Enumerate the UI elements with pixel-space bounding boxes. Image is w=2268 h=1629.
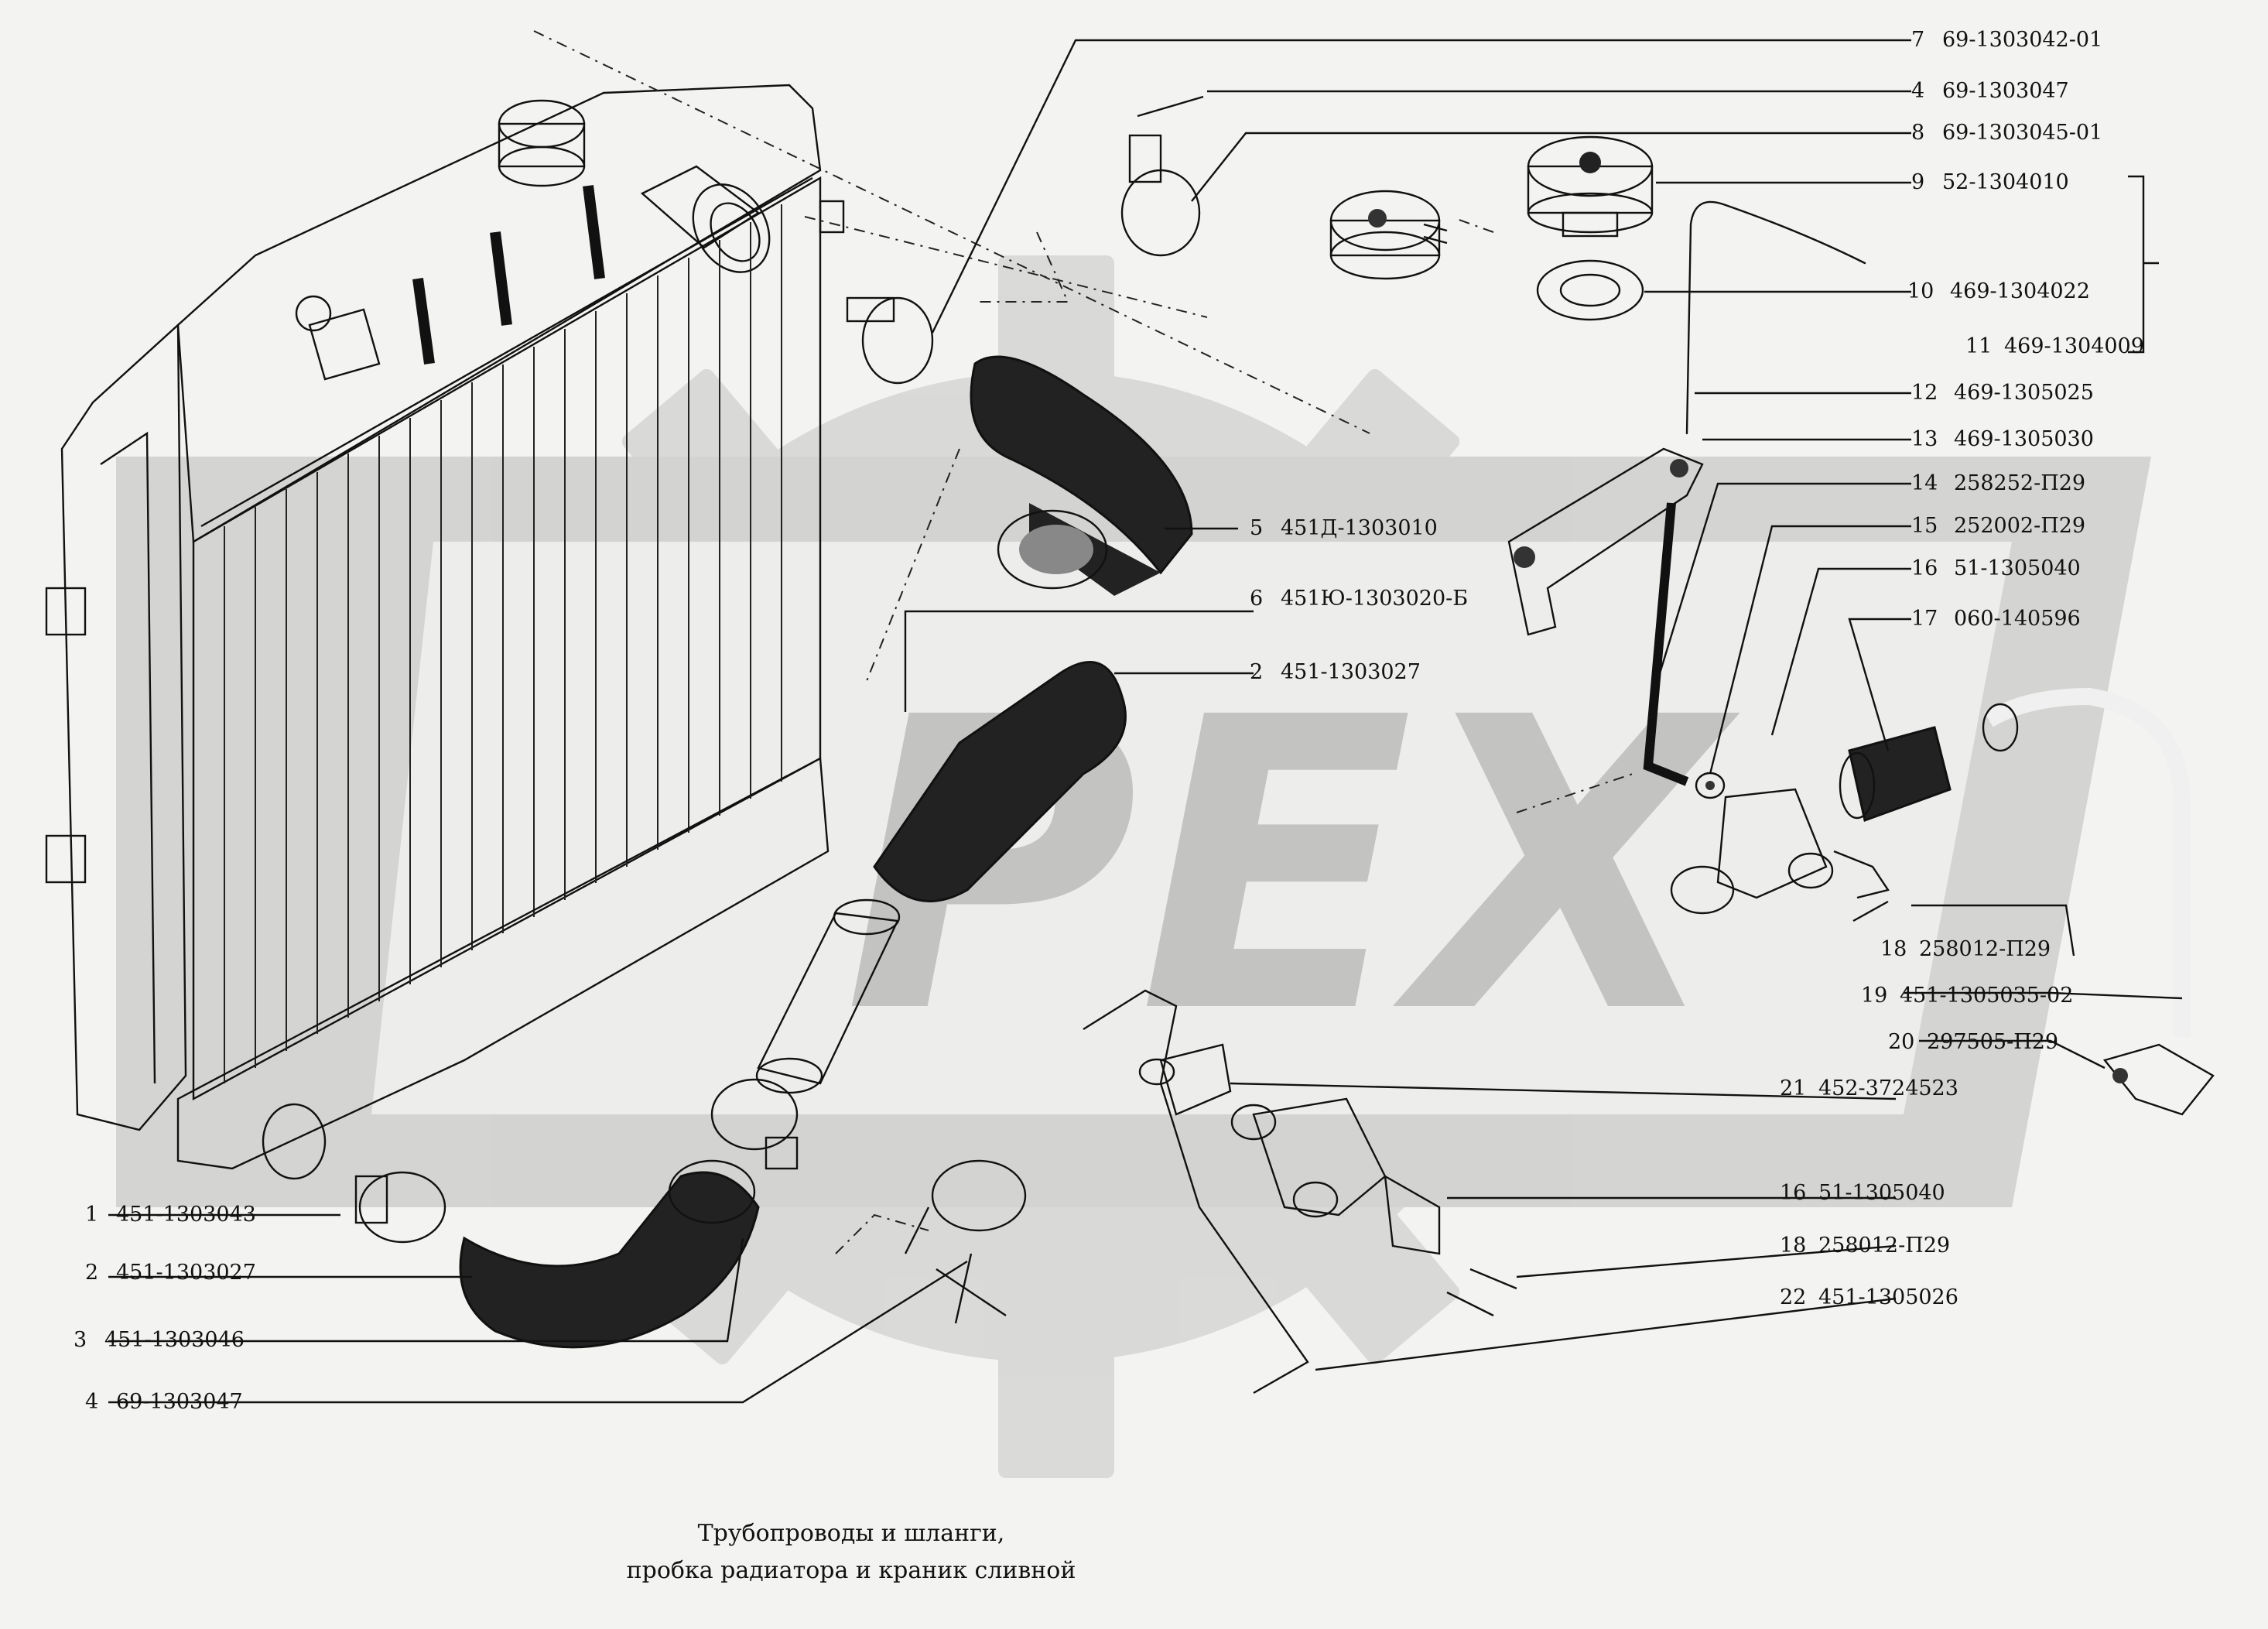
callout-3-part: 451-1303046 bbox=[104, 1328, 245, 1352]
hose-middle-bend bbox=[873, 661, 1127, 902]
callout-22-number: 22 bbox=[1780, 1285, 1806, 1309]
callout-11-number: 11 bbox=[1965, 334, 1992, 358]
callout-10-number: 10 bbox=[1907, 279, 1934, 303]
radiator-cap-large bbox=[1527, 135, 1654, 238]
hose-clamp-lower-2 bbox=[710, 1078, 799, 1170]
callout-7-part: 69-1303042-01 bbox=[1942, 28, 2102, 52]
drain-hose-short bbox=[1839, 726, 1952, 822]
callout-13-number: 13 bbox=[1911, 427, 1938, 451]
callout-4a-part: 69-1303047 bbox=[1942, 79, 2069, 103]
callout-16a-number: 16 bbox=[1911, 556, 1938, 580]
callout-21-number: 21 bbox=[1780, 1076, 1806, 1100]
cotter-pins-lower bbox=[1446, 1268, 1517, 1317]
callout-18a-number: 18 bbox=[1880, 937, 1907, 961]
rod-bracket bbox=[1138, 1043, 1232, 1116]
callout-2b-part: 451-1303027 bbox=[116, 1261, 256, 1285]
callout-5-part: 451Д-1303010 bbox=[1281, 516, 1438, 540]
callout-1-part: 451-1303043 bbox=[116, 1203, 256, 1227]
connecting-pipe bbox=[755, 898, 901, 1094]
drain-cock-upper bbox=[1670, 788, 1890, 915]
radiator-bottom-tank bbox=[176, 757, 830, 1170]
callout-22-part: 451-1305026 bbox=[1818, 1285, 1958, 1309]
callout-20-part: 297505-П29 bbox=[1927, 1030, 2058, 1054]
callout-16a-part: 51-1305040 bbox=[1954, 556, 2081, 580]
callout-15-number: 15 bbox=[1911, 514, 1938, 538]
callout-labels: 7 69-1303042-01 4 69-1303047 8 69-130304… bbox=[74, 28, 2144, 1414]
callout-12-number: 12 bbox=[1911, 381, 1938, 405]
leader-lines bbox=[108, 39, 2183, 1404]
callout-16b-number: 16 bbox=[1780, 1181, 1806, 1205]
callout-4b-number: 4 bbox=[85, 1390, 98, 1414]
caption-line-2: пробка радиатора и краник сливной bbox=[626, 1557, 1076, 1584]
drain-pipe-bent bbox=[1982, 687, 2191, 1037]
callout-19-number: 19 bbox=[1861, 984, 1887, 1008]
cotter-pin-upper bbox=[1852, 900, 1889, 922]
callout-2a-number: 2 bbox=[1250, 660, 1263, 684]
hose-lower-elbow bbox=[459, 1159, 760, 1349]
assembly-centerlines bbox=[533, 30, 1633, 1254]
hose-clamp-middle bbox=[846, 296, 934, 385]
caption-line-1: Трубопроводы и шланги, bbox=[697, 1520, 1005, 1547]
callout-8-part: 69-1303045-01 bbox=[1942, 121, 2102, 145]
callout-15-part: 252002-П29 bbox=[1954, 514, 2085, 538]
tube-bracket bbox=[1507, 447, 1704, 636]
radiator-inlet-pipe bbox=[640, 165, 771, 273]
watermark-text: PEX bbox=[843, 632, 1740, 1101]
drain-rod bbox=[1643, 502, 1689, 786]
overflow-tube bbox=[1685, 200, 1866, 435]
callout-18a-part: 258012-П29 bbox=[1919, 937, 2051, 961]
callout-20-number: 20 bbox=[1888, 1030, 1914, 1054]
cap-gasket bbox=[1536, 259, 1644, 321]
callout-18b-number: 18 bbox=[1780, 1234, 1806, 1258]
radiator-outlet-pipe bbox=[262, 1103, 327, 1180]
pipe-clip bbox=[2102, 1043, 2215, 1116]
callout-2a-part: 451-1303027 bbox=[1281, 660, 1421, 684]
callout-2b-number: 2 bbox=[85, 1261, 98, 1285]
callout-17-part: 060-140596 bbox=[1954, 607, 2081, 631]
callout-5-number: 5 bbox=[1250, 516, 1263, 540]
drain-cock-lower bbox=[1230, 1097, 1441, 1255]
hose-clamp-lower-1 bbox=[354, 1171, 446, 1244]
radiator bbox=[45, 84, 845, 1180]
hose-clamp-upper bbox=[1120, 95, 1204, 257]
callout-17-number: 17 bbox=[1911, 607, 1938, 631]
callout-9-part: 52-1304010 bbox=[1942, 170, 2069, 194]
callout-6-number: 6 bbox=[1250, 587, 1263, 611]
callout-11-part: 469-1304009 bbox=[2004, 334, 2144, 358]
callout-19-part: 451-1305035-02 bbox=[1900, 984, 2073, 1008]
callout-4a-number: 4 bbox=[1911, 79, 1924, 103]
callout-21-part: 452-3724523 bbox=[1818, 1076, 1958, 1100]
callout-9-number: 9 bbox=[1911, 170, 1924, 194]
callout-1-number: 1 bbox=[85, 1203, 98, 1227]
radiator-filler-cap bbox=[498, 99, 586, 187]
callout-3-number: 3 bbox=[74, 1328, 87, 1352]
hose-upper-elbow bbox=[970, 355, 1193, 596]
radiator-left-frame bbox=[60, 323, 187, 1131]
callout-7-number: 7 bbox=[1911, 28, 1924, 52]
callout-6-part: 451Ю-1303020-Б bbox=[1281, 587, 1468, 611]
callout-18b-part: 258012-П29 bbox=[1818, 1234, 1950, 1258]
callout-10-part: 469-1304022 bbox=[1950, 279, 2090, 303]
callout-8-number: 8 bbox=[1911, 121, 1924, 145]
callout-4b-part: 69-1303047 bbox=[116, 1390, 243, 1414]
radiator-cap-small bbox=[1329, 190, 1448, 280]
callout-13-part: 469-1305030 bbox=[1954, 427, 2094, 451]
callout-14-part: 258252-П29 bbox=[1954, 471, 2085, 495]
callout-14-number: 14 bbox=[1911, 471, 1938, 495]
hose-clamp-lower-3 bbox=[931, 1159, 1027, 1324]
radiator-top-tank bbox=[176, 84, 822, 544]
callout-12-part: 469-1305025 bbox=[1954, 381, 2094, 405]
callout-16b-part: 51-1305040 bbox=[1818, 1181, 1945, 1205]
